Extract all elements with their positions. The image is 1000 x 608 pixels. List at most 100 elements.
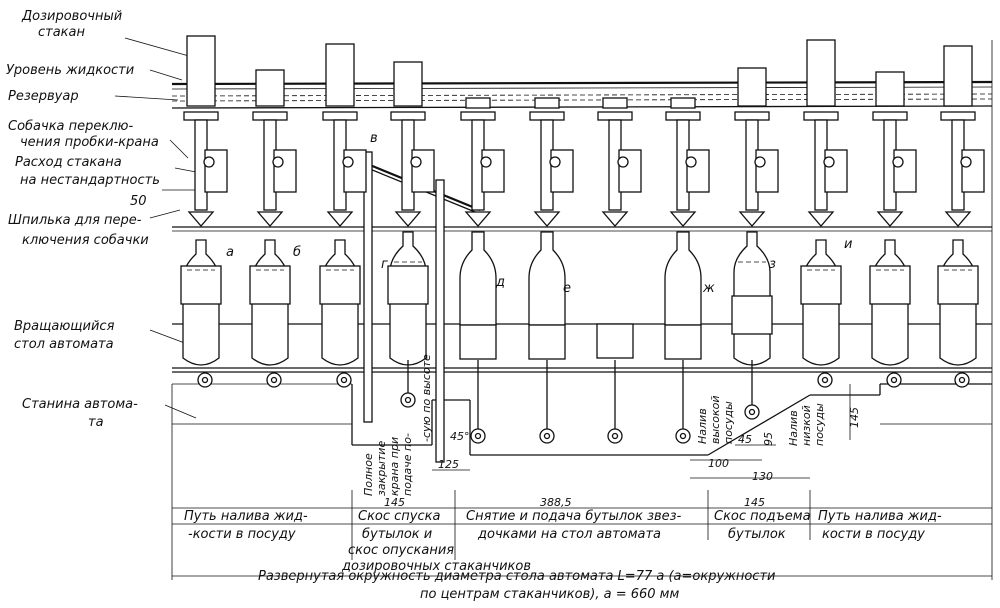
col-5-roller-hub [474,432,482,440]
reservoir-band [171,80,993,109]
label-dog-2: чения пробки-крана [20,135,159,150]
col-4-nozzle [394,211,422,227]
dim-145: 145 [848,407,861,428]
col-4-holder [387,265,429,305]
dimension-texts: 45° 125 45 95 100 130 145 145 388,5 145 [384,407,861,509]
col-6-valve-head [529,111,565,121]
col-7-roller-hub [611,432,619,440]
col-4-valve-head [390,111,426,121]
letter-d: д [495,275,505,290]
machine-rails [171,40,993,580]
letter-e: е [563,281,571,296]
col-8-cup-cap [670,97,696,109]
col-6-bottle [528,231,566,326]
col-6-roller-hub [543,432,551,440]
station-letters: а б в г д е ж з и [226,131,852,296]
col-2-roller-hub [270,376,278,384]
col-2-valve-head [252,111,288,121]
col-12-holder [937,265,979,305]
label-dosing-cup: Дозировочный [21,9,122,24]
col-10-dosing-cup [806,39,836,107]
col-1-dosing-cup [186,35,216,107]
col-12-roller-hub [958,376,966,384]
col-8-nozzle [669,211,697,227]
col-1-roller-hub [201,376,209,384]
note-full-close-4: подаче по- [401,433,414,496]
note-full-close-1: Полное [362,453,375,496]
seg2-line2: бутылок и [362,527,432,542]
col-12-nozzle [944,211,972,227]
col-9-dosing-cup [737,67,767,107]
col-7-nozzle [601,211,629,227]
label-dim-50: 50 [130,194,147,209]
col-3-dog-knob [342,156,354,168]
col-8-roller-hub [679,432,687,440]
label-cup-flow: Расход стакана [15,155,122,170]
seg3-line1: Снятие и подача бутылок звез- [466,509,682,524]
col-3-switch-box [343,149,367,193]
col-4-dosing-cup [393,61,423,107]
seg-dim-388: 388,5 [540,496,572,509]
col-9-holder [731,295,773,335]
col-9-roller-hub [748,408,756,416]
col-1-holder [180,265,222,305]
seg1-line2: -кости в посуду [188,527,296,542]
col-3-nozzle [326,211,354,227]
col-1-dog-knob [203,156,215,168]
col-11-valve-head [872,111,908,121]
seg-dim-145a: 145 [384,496,405,509]
col-6-nozzle [533,211,561,227]
letter-a: а [226,245,234,260]
col-12-dog-knob [960,156,972,168]
col-4-dog-knob [410,156,422,168]
col-7-switch-box [618,149,642,193]
seg4-line2: бутылок [728,527,786,542]
note-tall-3: посуды [722,401,735,444]
dispenser-columns [180,35,985,444]
letter-zh: ж [702,281,715,296]
note-tall-1: Налив [696,408,709,444]
col-6-holder [528,324,566,360]
col-10-dog-knob [823,156,835,168]
col-5-dog-knob [480,156,492,168]
col-9-nozzle [738,211,766,227]
col-10-nozzle [807,211,835,227]
col-11-dosing-cup [875,71,905,107]
letter-i: и [844,237,852,252]
note-full-close-2: закрытие [375,441,388,496]
seg2-line3: скос опускания [348,543,454,558]
note-tall-2: высокой [709,396,722,444]
label-reservoir: Резервуар [8,89,79,104]
col-3-dosing-cup [325,43,355,107]
col-9-dog-knob [754,156,766,168]
col-5-holder [459,324,497,360]
seg2-line4: дозировочных стаканчиков [341,559,531,574]
col-8-bottle [664,231,702,326]
col-4-switch-box [411,149,435,193]
label-liquid-level: Уровень жидкости [6,63,134,78]
seg3-line2: дочками на стол автомата [477,527,661,542]
note-low-3: посуды [813,403,826,446]
col-5-switch-box [481,149,505,193]
col-1-valve-head [183,111,219,121]
col-1-nozzle [187,211,215,227]
col-7-dog-knob [617,156,629,168]
note-full-close-3: крана при [388,437,401,496]
col-10-holder [800,265,842,305]
col-10-switch-box [824,149,848,193]
col-11-roller-hub [890,376,898,384]
dim-100: 100 [708,457,729,470]
letter-b: б [293,245,301,260]
vertical-notes: Полное закрытие крана при подаче по- -су… [362,354,826,496]
col-2-holder [249,265,291,305]
label-table: Вращающийся [14,319,115,334]
col-5-valve-head [460,111,496,121]
label-frame: Станина автома- [22,397,138,412]
col-11-dog-knob [892,156,904,168]
col-12-valve-head [940,111,976,121]
col-5-cup-cap [465,97,491,109]
col-2-dog-knob [272,156,284,168]
col-8-dog-knob [685,156,697,168]
col-8-switch-box [686,149,710,193]
col-6-switch-box [550,149,574,193]
